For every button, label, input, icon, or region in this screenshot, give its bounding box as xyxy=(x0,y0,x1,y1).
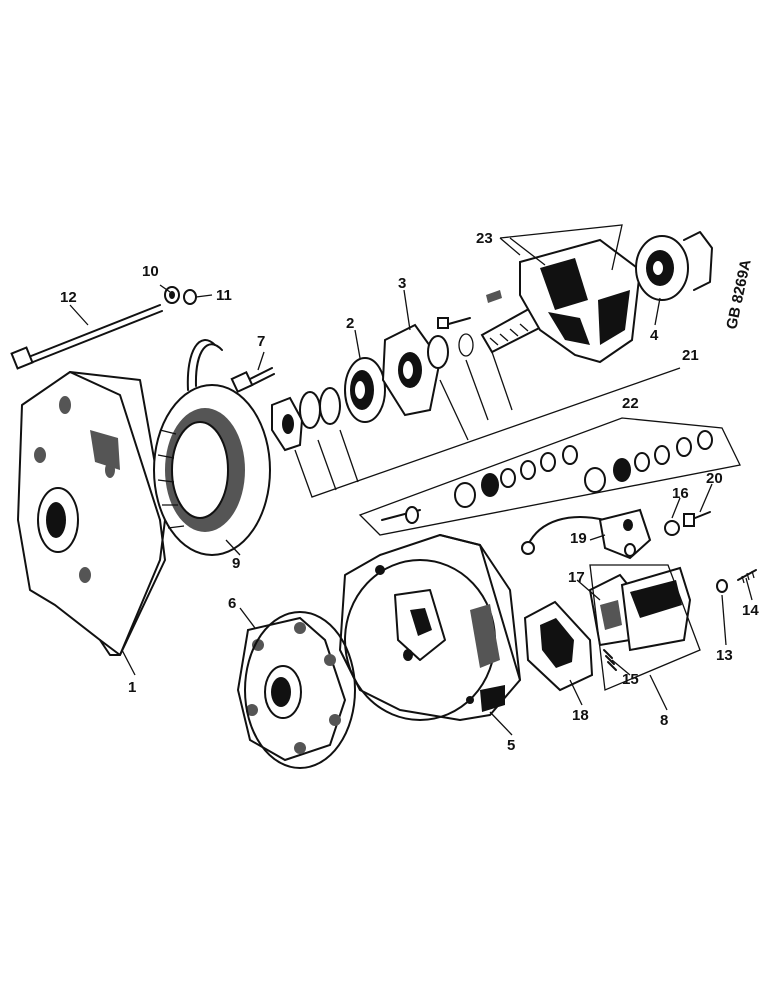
screw xyxy=(230,367,275,394)
callout-15: 15 xyxy=(622,671,639,688)
retainer-plate xyxy=(381,323,442,417)
callout-13: 13 xyxy=(716,647,733,664)
through-bolt xyxy=(10,304,163,370)
callout-23: 23 xyxy=(476,230,493,247)
callout-16: 16 xyxy=(672,485,689,502)
callout-9: 9 xyxy=(232,555,240,572)
callout-6: 6 xyxy=(228,595,236,612)
rectifier-plate xyxy=(236,611,356,769)
callout-17: 17 xyxy=(568,569,585,586)
callout-14: 14 xyxy=(742,602,759,619)
callout-19: 19 xyxy=(570,530,587,547)
callout-3: 3 xyxy=(398,275,406,292)
drive-end-housing xyxy=(17,371,166,656)
callout-12: 12 xyxy=(60,289,77,306)
callout-1: 1 xyxy=(128,679,136,696)
bearing xyxy=(344,357,386,423)
callout-20: 20 xyxy=(706,470,723,487)
terminal-kit xyxy=(381,430,713,524)
callout-8: 8 xyxy=(660,712,668,729)
washer-and-bolt-small xyxy=(716,569,757,593)
callout-18: 18 xyxy=(572,707,589,724)
callout-2: 2 xyxy=(346,315,354,332)
brush-holder-regulator xyxy=(588,566,692,671)
callout-21: 21 xyxy=(682,347,699,364)
rotor xyxy=(480,238,642,364)
drawing-reference: GB 8269A xyxy=(723,258,754,331)
rear-bearing xyxy=(635,231,713,301)
retainer-washers xyxy=(427,317,474,369)
nut-and-washer xyxy=(164,286,197,305)
callout-10: 10 xyxy=(142,263,159,280)
callout-4: 4 xyxy=(650,327,659,344)
shaft-nut xyxy=(271,396,304,452)
washer-and-screw xyxy=(664,511,711,536)
spacer-washers xyxy=(299,387,341,429)
stator xyxy=(153,339,271,556)
callout-leaders xyxy=(69,284,753,736)
slip-ring-end-housing xyxy=(339,534,521,721)
callout-labels: 1 2 3 4 5 6 7 8 9 10 11 12 13 14 15 16 1… xyxy=(60,230,759,754)
connector-lead xyxy=(521,508,652,560)
group-bracket-lines xyxy=(294,224,741,691)
callout-7: 7 xyxy=(257,333,265,350)
callout-22: 22 xyxy=(622,395,639,412)
callout-11: 11 xyxy=(216,287,232,304)
regulator-cover xyxy=(523,600,594,692)
callout-5: 5 xyxy=(507,737,515,754)
